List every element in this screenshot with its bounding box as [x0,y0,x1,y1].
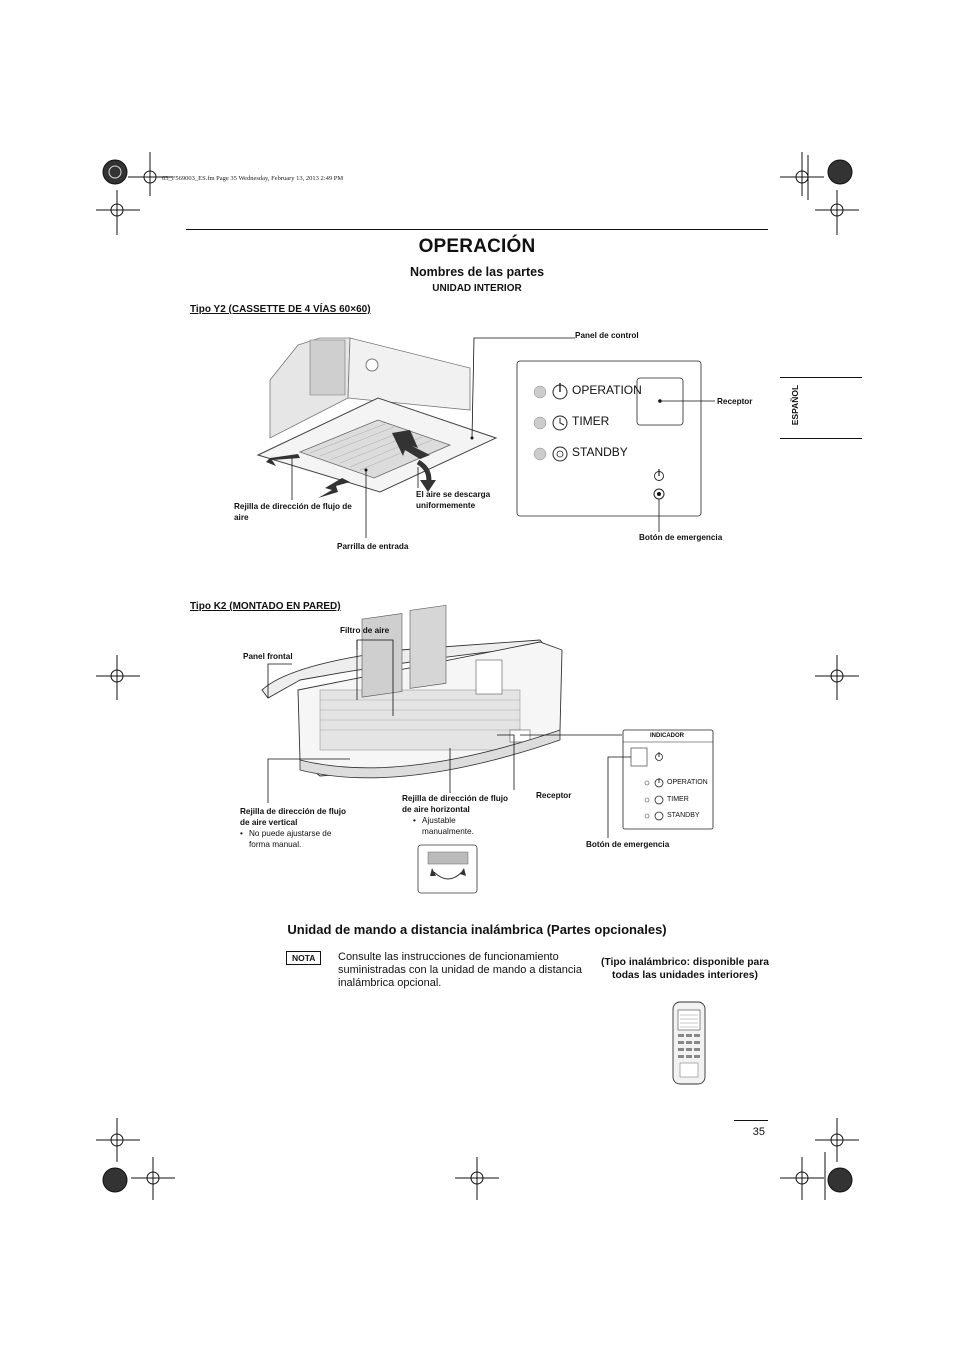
pagenum-rule [734,1120,768,1121]
remote-control-illustration [0,0,954,1100]
page-number: 35 [735,1126,765,1138]
